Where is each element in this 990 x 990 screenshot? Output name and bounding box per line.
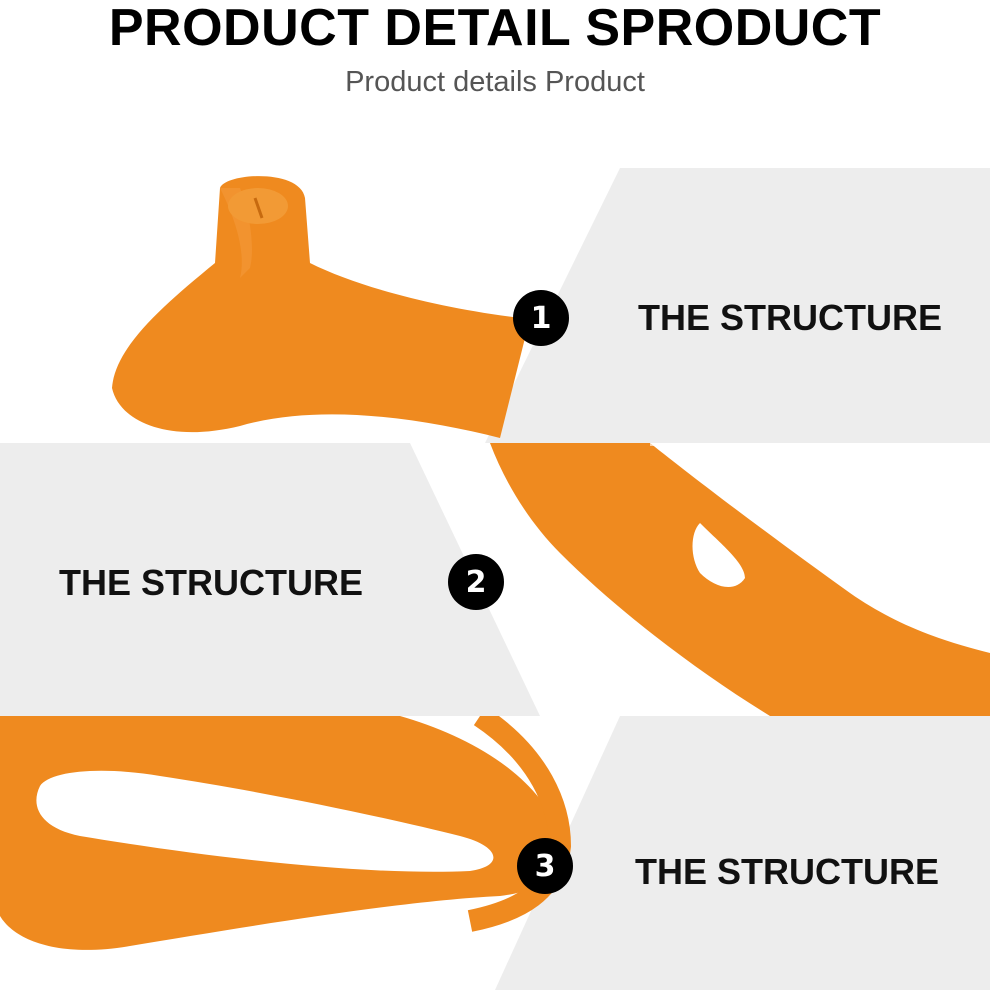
structure-label-1: THE STRUCTURE bbox=[638, 297, 942, 338]
gray-panel bbox=[0, 443, 540, 716]
product-photo-nose-pad bbox=[112, 176, 530, 438]
section-3-graphic bbox=[0, 716, 990, 990]
section-1-graphic bbox=[112, 168, 990, 443]
page-title: PRODUCT DETAIL SPRODUCT bbox=[108, 0, 882, 57]
structure-section-1: 1 THE STRUCTURE bbox=[0, 168, 990, 443]
section-2-graphic bbox=[0, 443, 990, 716]
structure-section-3: 3 THE STRUCTURE bbox=[0, 716, 990, 990]
structure-label-3: THE STRUCTURE bbox=[635, 851, 939, 892]
gray-panel bbox=[485, 168, 990, 443]
number-badge-2: 2 bbox=[448, 554, 504, 610]
number-badge-1: 1 bbox=[513, 290, 569, 346]
number-badge-3: 3 bbox=[517, 838, 573, 894]
gray-panel bbox=[495, 716, 990, 990]
page-subtitle: Product details Product bbox=[345, 66, 645, 98]
structure-label-2: THE STRUCTURE bbox=[59, 562, 363, 603]
structure-section-2: 2 THE STRUCTURE bbox=[0, 443, 990, 716]
